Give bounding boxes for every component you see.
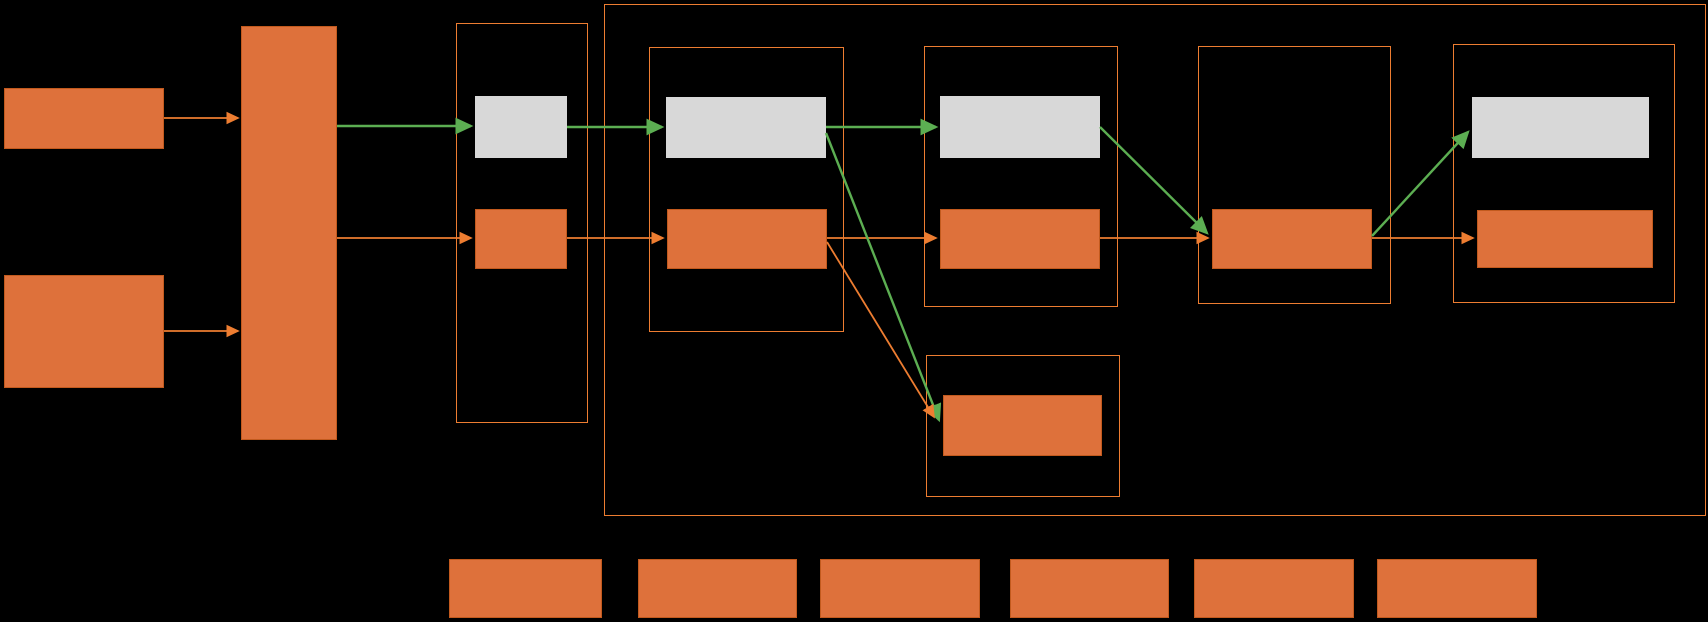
node-robot-gray bbox=[940, 96, 1100, 158]
node-slb-orange bbox=[475, 209, 567, 269]
group-dashboard-group bbox=[926, 355, 1120, 497]
node-slb-gray bbox=[475, 96, 567, 158]
node-search-elasticsearch bbox=[1194, 559, 1354, 618]
group-gateway-group bbox=[649, 47, 844, 332]
node-xinsight bbox=[943, 395, 1102, 456]
node-config-center bbox=[638, 559, 797, 618]
node-customer-service bbox=[4, 275, 164, 388]
node-product-console bbox=[4, 88, 164, 149]
group-k8s-cluster bbox=[604, 4, 1706, 516]
node-gateway-gray bbox=[666, 97, 826, 158]
node-robot-orange bbox=[940, 209, 1100, 269]
node-kc-orange bbox=[1477, 210, 1653, 268]
node-gateway-orange bbox=[667, 209, 827, 269]
node-msg-rocketmq bbox=[820, 559, 980, 618]
node-aliyun-gateway bbox=[241, 26, 337, 440]
node-faq bbox=[1212, 209, 1372, 269]
node-kc-gray bbox=[1472, 97, 1649, 158]
group-slb-group bbox=[456, 23, 588, 423]
node-db-mysql bbox=[1377, 559, 1537, 618]
node-svc-registry bbox=[449, 559, 602, 618]
node-sched-schedulerx bbox=[1010, 559, 1169, 618]
